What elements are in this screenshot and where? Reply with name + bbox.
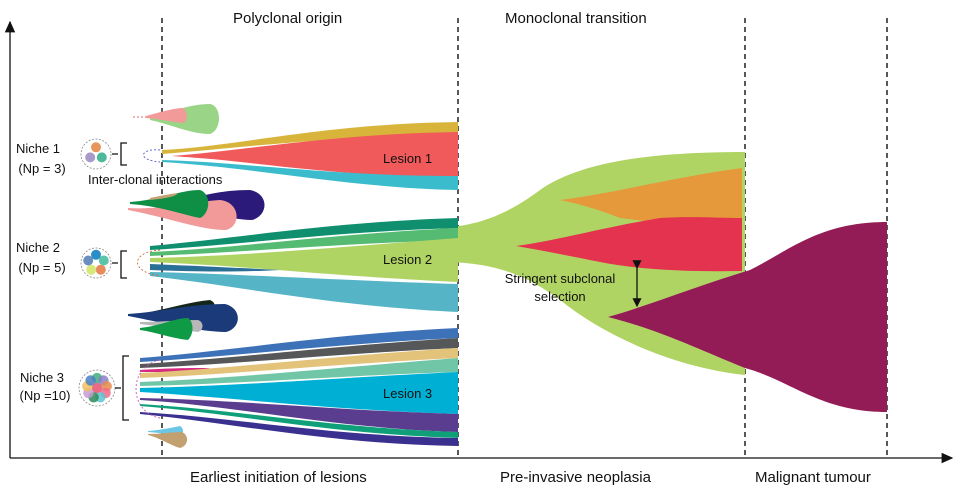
niche-3-interaction-loops bbox=[135, 359, 161, 419]
niche-1-np: (Np = 3) bbox=[18, 161, 65, 176]
lesion3-clone-grey bbox=[140, 338, 458, 368]
niche-1-circle bbox=[80, 138, 112, 170]
niche-cell bbox=[83, 255, 94, 266]
niche-cell bbox=[91, 142, 101, 153]
phase-polyclonal-origin: Polyclonal origin bbox=[233, 10, 342, 27]
lesion2-clone-darkblue bbox=[150, 264, 280, 272]
clone-blob-pink bbox=[146, 108, 187, 123]
lesion3-group bbox=[140, 328, 458, 446]
clone-blob-navy2 bbox=[128, 304, 238, 332]
clone-blob-green bbox=[130, 190, 209, 218]
niche-cell bbox=[85, 375, 96, 386]
niche-2-bracket bbox=[112, 250, 127, 279]
niche-cell bbox=[96, 152, 107, 163]
malignant-clone bbox=[608, 222, 887, 412]
niche-cell bbox=[86, 264, 97, 275]
niche-2-np: (Np = 5) bbox=[18, 260, 65, 275]
abortive-clones-niche1-top bbox=[133, 104, 219, 134]
niche-2: Niche 2 (Np = 5) bbox=[16, 240, 161, 279]
niche-1-bracket bbox=[112, 142, 127, 166]
lesion2-clone-green bbox=[150, 228, 458, 256]
lesion1-group bbox=[162, 122, 458, 190]
stringent-selection-line1: Stringent subclonal bbox=[505, 271, 616, 286]
lesion1-clone-red bbox=[172, 132, 458, 178]
niche-3-name: Niche 3 bbox=[20, 370, 64, 385]
clone-blob-brown bbox=[148, 432, 188, 448]
niche-2-circle bbox=[80, 247, 112, 279]
niche-cell bbox=[85, 152, 96, 163]
niche-cell bbox=[98, 255, 109, 266]
lesion3-clone-green bbox=[140, 404, 458, 438]
niche-cell bbox=[91, 249, 101, 260]
phase-malignant-tumour: Malignant tumour bbox=[755, 469, 871, 486]
niche-cell bbox=[95, 264, 106, 275]
lesion2-group bbox=[150, 218, 458, 312]
orange-subclone bbox=[560, 168, 742, 230]
abortive-clones-niche3-bottom bbox=[148, 426, 188, 448]
clone-blob-salmon bbox=[128, 200, 237, 230]
lesion2-clone-lightblue bbox=[150, 272, 458, 312]
lesion3-clone-pink bbox=[140, 368, 210, 372]
niche-3-cells bbox=[82, 372, 112, 403]
lesion3-clone-purple bbox=[140, 398, 458, 432]
niche-2-cells bbox=[83, 249, 109, 275]
niche-3: Niche 3 (Np =10) bbox=[20, 355, 161, 421]
phase-monoclonal-transition: Monoclonal transition bbox=[505, 10, 647, 27]
lesion3-clone-tan bbox=[140, 348, 458, 378]
lesion-3-label: Lesion 3 bbox=[383, 386, 432, 401]
lesion3-clone-cyan bbox=[140, 372, 458, 414]
niche-1: Niche 1 (Np = 3) bbox=[16, 138, 161, 176]
lesion3-clone-mint bbox=[140, 358, 458, 386]
lesion-2-label: Lesion 2 bbox=[383, 252, 432, 267]
clone-blob-green2 bbox=[140, 318, 193, 340]
lesion-1-label: Lesion 1 bbox=[383, 151, 432, 166]
niche-2-name: Niche 2 bbox=[16, 240, 60, 255]
niche-1-name: Niche 1 bbox=[16, 141, 60, 156]
inter-clonal-interactions-label: Inter-clonal interactions bbox=[88, 172, 223, 187]
abortive-clones-niche1-bottom bbox=[128, 190, 265, 230]
red-subclone bbox=[516, 217, 742, 272]
niche-cell bbox=[91, 382, 103, 394]
lesion1-clone-cyan bbox=[162, 160, 458, 190]
lesion3-clone-blue bbox=[140, 328, 458, 362]
niche-1-cells bbox=[85, 142, 107, 163]
niche-3-np: (Np =10) bbox=[20, 388, 71, 403]
clone-blob-tan bbox=[150, 193, 178, 200]
phase-preinvasive-neoplasia: Pre-invasive neoplasia bbox=[500, 469, 652, 486]
lesion1-clone-yellow bbox=[162, 122, 458, 154]
lesion2-clone-teal bbox=[150, 218, 458, 250]
abortive-clones-niche2-bottom bbox=[128, 300, 238, 340]
niche-1-interaction-loops bbox=[143, 149, 161, 163]
phase-earliest-initiation: Earliest initiation of lesions bbox=[190, 469, 367, 486]
niche-3-bracket bbox=[115, 355, 129, 421]
lesion2-clone-lime bbox=[150, 238, 458, 282]
lesion3-clone-indigo bbox=[140, 412, 458, 446]
stringent-selection-line2: selection bbox=[534, 289, 585, 304]
niche-2-interaction-loops bbox=[137, 249, 161, 277]
